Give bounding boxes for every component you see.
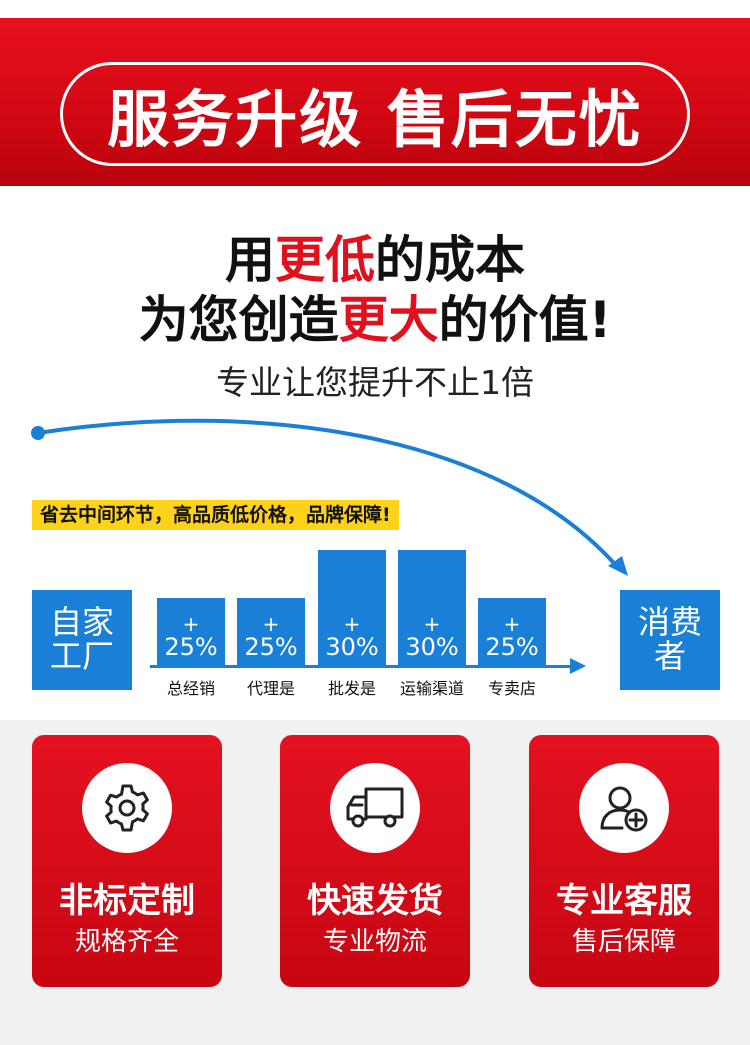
feature-icon-circle	[330, 763, 420, 853]
bar-label-2: 代理是	[246, 679, 295, 698]
user-plus-icon	[600, 786, 648, 832]
bar-percent: 30%	[405, 632, 459, 661]
markup-bar-1: + 25%	[157, 598, 225, 666]
subtitle: 专业让您提升不止1倍	[216, 363, 534, 402]
factory-label-line-1: 自家	[49, 603, 114, 642]
truck-icon	[346, 787, 404, 828]
bar-plus: +	[182, 611, 200, 636]
headline-text: 为您创造	[138, 291, 339, 349]
markup-bar-3: + 30%	[318, 550, 386, 666]
feature-title: 专业客服	[556, 881, 692, 921]
banner-title: 服务升级 售后无忧	[107, 83, 643, 156]
flow-axis-arrow-head	[570, 658, 586, 674]
bar-plus: +	[423, 611, 441, 636]
feature-icon-circle	[82, 763, 172, 853]
flow-axis	[150, 665, 574, 668]
feature-card-shipping: 快速发货 专业物流	[280, 735, 470, 987]
feature-title: 非标定制	[59, 881, 195, 921]
bar-percent: 25%	[164, 632, 218, 661]
markup-bar-4: + 30%	[398, 550, 466, 666]
consumer-label-line-1: 消费	[637, 603, 702, 642]
feature-subtitle: 规格齐全	[74, 927, 179, 957]
feature-title: 快速发货	[307, 881, 443, 921]
headline-highlight: 更低	[275, 231, 375, 289]
savings-note: 省去中间环节，高品质低价格，品牌保障!	[32, 500, 399, 530]
feature-subtitle: 售后保障	[571, 927, 676, 957]
bar-plus: +	[503, 611, 521, 636]
bar-percent: 25%	[244, 632, 298, 661]
markup-bar-5: + 25%	[478, 598, 546, 666]
feature-icon-circle	[579, 763, 669, 853]
headline-text: 的成本	[375, 231, 525, 289]
markup-bar-2: + 25%	[237, 598, 305, 666]
feature-subtitle: 专业物流	[322, 927, 427, 957]
top-banner: 服务升级 售后无忧	[0, 18, 750, 186]
banner-pill: 服务升级 售后无忧	[60, 62, 690, 166]
feature-card-custom: 非标定制 规格齐全	[32, 735, 222, 987]
bar-percent: 30%	[325, 632, 379, 661]
flow-curve-arrow	[31, 418, 628, 576]
gear-icon	[105, 784, 149, 832]
curve-arrow-head	[608, 556, 628, 576]
bar-plus: +	[343, 611, 361, 636]
headline-highlight: 更大	[338, 291, 439, 349]
consumer-label-line-2: 者	[653, 637, 686, 675]
bar-plus: +	[262, 611, 280, 636]
consumer-box: 消费 者	[620, 590, 720, 690]
bar-label-1: 总经销	[166, 679, 215, 698]
bar-label-4: 运输渠道	[399, 679, 464, 698]
curve-line	[37, 418, 622, 572]
factory-box: 自家 工厂	[32, 590, 132, 690]
bar-label-5: 专卖店	[487, 679, 536, 698]
headline-text: 的价值!	[438, 291, 612, 349]
headline-text: 用	[225, 231, 275, 289]
factory-label-line-2: 工厂	[49, 637, 114, 675]
bar-percent: 25%	[485, 632, 539, 661]
headline-line-1: 用更低的成本	[0, 235, 750, 285]
bar-label-3: 批发是	[327, 679, 376, 698]
headline-line-2: 为您创造更大的价值!	[0, 295, 750, 345]
feature-card-service: 专业客服 售后保障	[529, 735, 719, 987]
